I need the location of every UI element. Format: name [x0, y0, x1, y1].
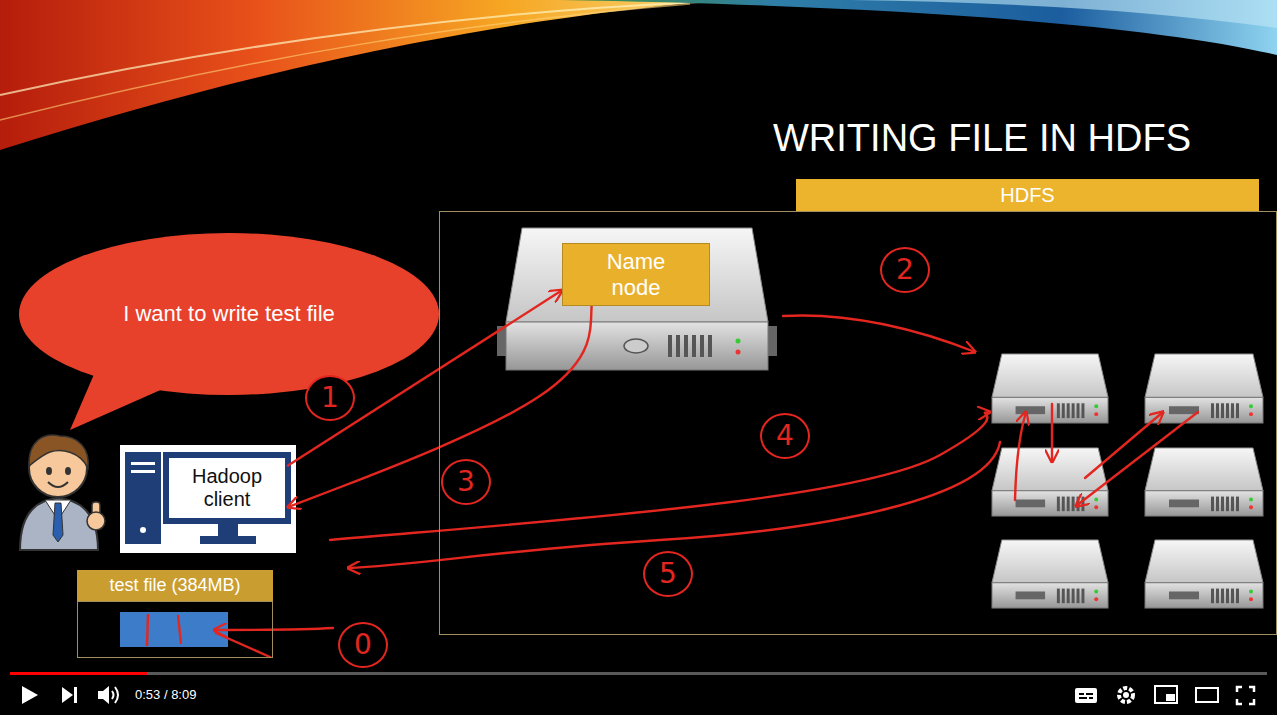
hand-arrow — [1051, 404, 1053, 462]
hand-arrow — [1076, 412, 1198, 506]
user-body — [20, 498, 98, 550]
swoosh-streak — [0, 2, 700, 95]
cool-swoosh — [560, 0, 1277, 55]
user-eye — [46, 467, 52, 475]
video-player-controls — [10, 672, 1267, 704]
server-light — [736, 339, 741, 344]
callout-number: 4 — [760, 413, 810, 459]
video-time: 0:53 / 8:09 — [135, 686, 196, 704]
file-block — [120, 612, 228, 647]
next-icon — [62, 687, 73, 703]
swoosh-streak — [0, 4, 690, 120]
client-panel — [120, 445, 296, 553]
fullscreen-icon — [1237, 687, 1254, 704]
hand-arrow — [1015, 412, 1026, 500]
hand-arrow — [783, 315, 975, 352]
captions-mark — [1079, 693, 1084, 695]
callout-number: 1 — [305, 375, 355, 421]
user-tie — [53, 503, 63, 542]
server-vent — [684, 335, 688, 357]
file-header-band: test file (384MB) — [77, 570, 273, 601]
callout-number: 5 — [643, 551, 693, 597]
progress-played — [10, 672, 147, 675]
user-eye — [65, 467, 71, 475]
node-text: Name node — [593, 249, 679, 301]
server-vent — [676, 335, 680, 357]
cool-swoosh-light — [850, 0, 1277, 28]
data-node-server — [992, 354, 1108, 423]
hdfs-cluster-region: HDFS Name node — [439, 179, 1277, 635]
callout-number: 0 — [338, 622, 388, 668]
captions-mark — [1086, 693, 1093, 695]
speech-bubble-fill — [19, 233, 439, 395]
client-monitor — [166, 455, 288, 521]
data-node-server — [992, 540, 1108, 608]
server-top — [506, 228, 768, 322]
node-text: I want to write test file — [123, 301, 335, 327]
tower-slot — [131, 462, 155, 465]
speech-text-area: I want to write test file — [18, 232, 440, 396]
settings-icon — [1119, 688, 1133, 702]
volume-wave — [112, 691, 114, 699]
hdfs-band: HDFS — [796, 179, 1259, 211]
captions-mark — [1079, 697, 1087, 699]
user-hair — [29, 435, 88, 468]
hand-arrow — [214, 628, 333, 630]
miniplayer-icon — [1155, 686, 1177, 703]
next-icon-bar — [74, 687, 77, 703]
hand-arrow — [330, 412, 990, 540]
tower-button — [140, 527, 146, 533]
user-figure — [20, 435, 105, 550]
callout-number: 3 — [441, 459, 491, 505]
play-icon — [22, 686, 38, 704]
name-node-label: Name node — [562, 243, 710, 306]
data-node-server — [1145, 448, 1263, 516]
block-split-mark — [178, 615, 181, 644]
user-smile — [48, 482, 68, 487]
client-computer — [120, 445, 296, 553]
captions-icon — [1075, 688, 1097, 703]
slide-title: WRITING FILE IN HDFS — [773, 116, 1191, 162]
node-text: test file (384MB) — [109, 575, 240, 596]
server-vent — [668, 335, 672, 357]
name-node-server — [497, 228, 777, 370]
callout-number: 2 — [880, 247, 930, 293]
volume-wave — [115, 687, 118, 703]
server-light — [736, 350, 741, 355]
tower-slot — [131, 470, 155, 473]
server-front — [506, 322, 768, 370]
data-node-server — [992, 448, 1108, 516]
settings-icon-center — [1123, 692, 1129, 698]
warm-swoosh — [0, 0, 720, 150]
progress-track — [10, 672, 1267, 675]
speech-bubble: I want to write test file — [18, 232, 440, 396]
captions-mark — [1089, 697, 1093, 699]
hand-arrow — [216, 633, 270, 657]
hand-arrow — [348, 442, 1000, 568]
monitor-stand — [218, 524, 238, 536]
test-file-box: test file (384MB) — [77, 570, 273, 658]
client-screen: Hadoop client — [166, 456, 288, 520]
miniplayer-inner — [1166, 694, 1175, 701]
file-body-box — [77, 601, 273, 658]
monitor-base — [200, 536, 256, 544]
node-text: Hadoop client — [180, 465, 274, 511]
data-node-server — [1145, 540, 1263, 608]
server-vent — [692, 335, 696, 357]
user-hand — [87, 512, 105, 530]
client-tower — [125, 452, 161, 544]
block-split-mark — [147, 614, 148, 646]
volume-icon — [98, 686, 109, 704]
server-vent — [700, 335, 704, 357]
server-vent — [708, 335, 712, 357]
server-button — [624, 339, 648, 353]
theater-icon — [1196, 688, 1218, 702]
node-text: HDFS — [1000, 184, 1054, 207]
